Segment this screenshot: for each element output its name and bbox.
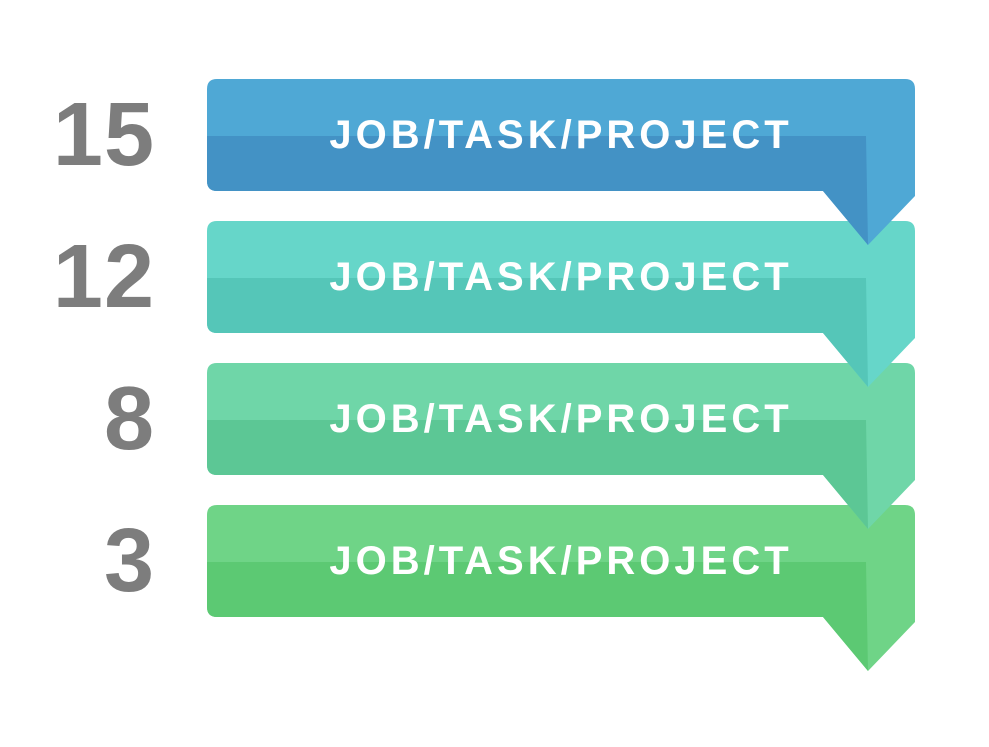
banner-row-3: 8 JOB/TASK/PROJECT	[0, 363, 989, 533]
ribbon-arrow-shape	[207, 221, 915, 387]
ribbon-dark-fold-shape	[207, 136, 868, 245]
row-number: 15	[52, 85, 155, 185]
banner-label: JOB/TASK/PROJECT	[329, 538, 793, 583]
banner-row-2: 12 JOB/TASK/PROJECT	[0, 221, 989, 391]
banner-label: JOB/TASK/PROJECT	[329, 112, 793, 157]
banner-label: JOB/TASK/PROJECT	[329, 396, 793, 441]
ribbon-dark-fold-shape	[207, 562, 868, 671]
ribbon-arrow-shape	[207, 79, 915, 245]
row-number: 12	[52, 227, 155, 327]
row-number: 3	[103, 511, 155, 611]
ribbon-dark-fold-shape	[207, 420, 868, 529]
ribbon-arrow-shape	[207, 363, 915, 529]
row-number: 8	[103, 369, 155, 469]
banner-row-1: 15 JOB/TASK/PROJECT	[0, 79, 989, 249]
banner-label: JOB/TASK/PROJECT	[329, 254, 793, 299]
banner-row-4: 3 JOB/TASK/PROJECT	[0, 505, 989, 675]
ribbon-dark-fold-shape	[207, 278, 868, 387]
ribbon-arrow-shape	[207, 505, 915, 671]
